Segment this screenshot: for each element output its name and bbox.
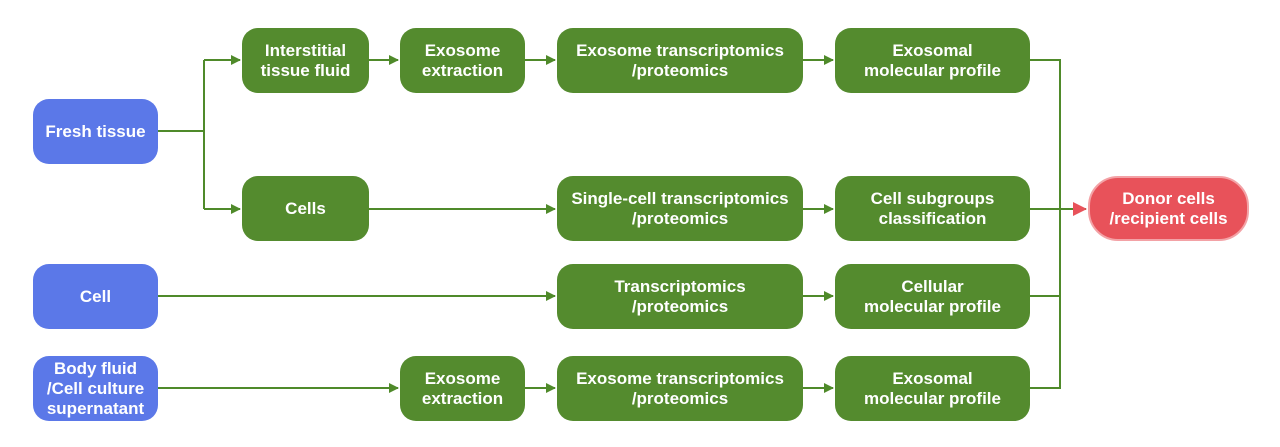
node-exosomal-profile-row1: Exosomal molecular profile: [835, 28, 1030, 93]
node-exosomal-profile-row4: Exosomal molecular profile: [835, 356, 1030, 421]
node-exosome-extraction-row4: Exosome extraction: [400, 356, 525, 421]
node-cell-subgroups: Cell subgroups classification: [835, 176, 1030, 241]
node-transcriptomics-row3: Transcriptomics /proteomics: [557, 264, 803, 329]
node-fresh-tissue: Fresh tissue: [33, 99, 158, 164]
node-exosome-omics-row4: Exosome transcriptomics /proteomics: [557, 356, 803, 421]
node-exosome-extraction-row1: Exosome extraction: [400, 28, 525, 93]
node-interstitial-tissue-fluid: Interstitial tissue fluid: [242, 28, 369, 93]
connector-fresh-tissue-trunk: [158, 60, 205, 209]
node-cell: Cell: [33, 264, 158, 329]
node-cells: Cells: [242, 176, 369, 241]
connector-collector: [1030, 59, 1061, 389]
node-donor-recipient-cells: Donor cells /recipient cells: [1088, 176, 1249, 241]
node-single-cell-omics: Single-cell transcriptomics /proteomics: [557, 176, 803, 241]
node-exosome-omics-row1: Exosome transcriptomics /proteomics: [557, 28, 803, 93]
node-body-fluid: Body fluid /Cell culture supernatant: [33, 356, 158, 421]
node-cellular-profile: Cellular molecular profile: [835, 264, 1030, 329]
